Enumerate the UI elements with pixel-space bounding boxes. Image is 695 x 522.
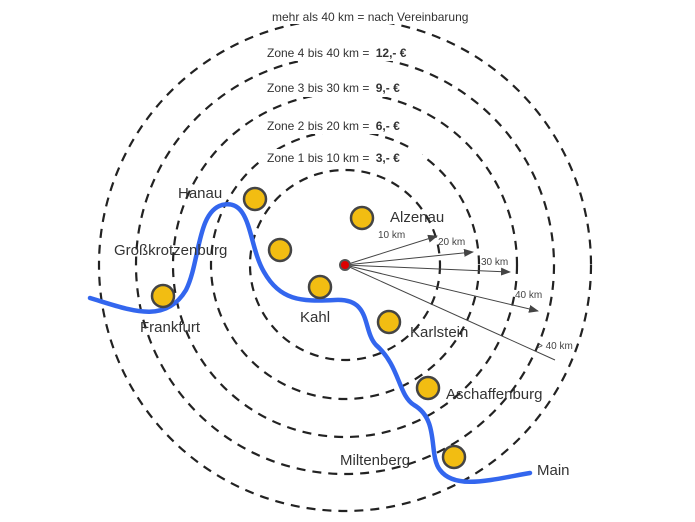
- city-label-frankfurt: Frankfurt: [140, 319, 201, 336]
- distance-label-40: 40 km: [515, 290, 542, 301]
- beyond-zone-label: mehr als 40 km = nach Vereinbarung: [272, 10, 468, 24]
- arrow-beyond: [344, 264, 556, 361]
- center-point: [339, 259, 351, 271]
- distance-label-30: 30 km: [481, 257, 508, 268]
- city-marker-hanau: [242, 186, 268, 212]
- city-label-alzenau: Alzenau: [390, 209, 444, 226]
- city-marker-alzenau: [349, 205, 375, 231]
- distance-label-10: 10 km: [378, 230, 405, 241]
- zone-3-label: Zone 3 bis 30 km = 9,- €: [267, 81, 400, 95]
- zone-3-ring: [171, 91, 519, 439]
- river-main: [87, 202, 533, 485]
- river-label: Main: [537, 462, 570, 479]
- arrow-20km: [344, 248, 474, 266]
- city-marker-karlstein: [376, 309, 402, 335]
- city-marker-kahl: [307, 274, 333, 300]
- city-marker-frankfurt: [150, 283, 176, 309]
- zone-1-ring: [248, 168, 442, 362]
- city-label-aschaffenburg: Aschaffenburg: [446, 386, 542, 403]
- zone-2-label: Zone 2 bis 20 km = 6,- €: [267, 119, 400, 133]
- city-marker-grosskrotzenburg: [267, 237, 293, 263]
- city-label-kahl: Kahl: [300, 309, 330, 326]
- city-marker-aschaffenburg: [415, 375, 441, 401]
- city-label-karlstein: Karlstein: [410, 324, 468, 341]
- arrow-10km: [344, 234, 438, 266]
- city-label-hanau: Hanau: [178, 185, 222, 202]
- city-label-grosskrotzenburg: Großkrotzenburg: [114, 242, 227, 259]
- zone-4-label: Zone 4 bis 40 km = 12,- €: [267, 46, 407, 60]
- distance-arrows: 10 km 20 km 30 km 40 km > 40 km: [344, 230, 573, 361]
- arrow-30km: [344, 264, 511, 276]
- city-labels: Hanau Großkrotzenburg Alzenau Kahl Frank…: [114, 185, 570, 479]
- city-label-miltenberg: Miltenberg: [340, 452, 410, 469]
- arrow-40km: [344, 264, 539, 313]
- zone-labels: mehr als 40 km = nach Vereinbarung Zone …: [262, 6, 517, 166]
- distance-label-beyond: > 40 km: [537, 341, 573, 352]
- city-marker-miltenberg: [441, 444, 467, 470]
- city-markers: [150, 186, 467, 470]
- zone-1-label: Zone 1 bis 10 km = 3,- €: [267, 151, 400, 165]
- distance-label-20: 20 km: [438, 237, 465, 248]
